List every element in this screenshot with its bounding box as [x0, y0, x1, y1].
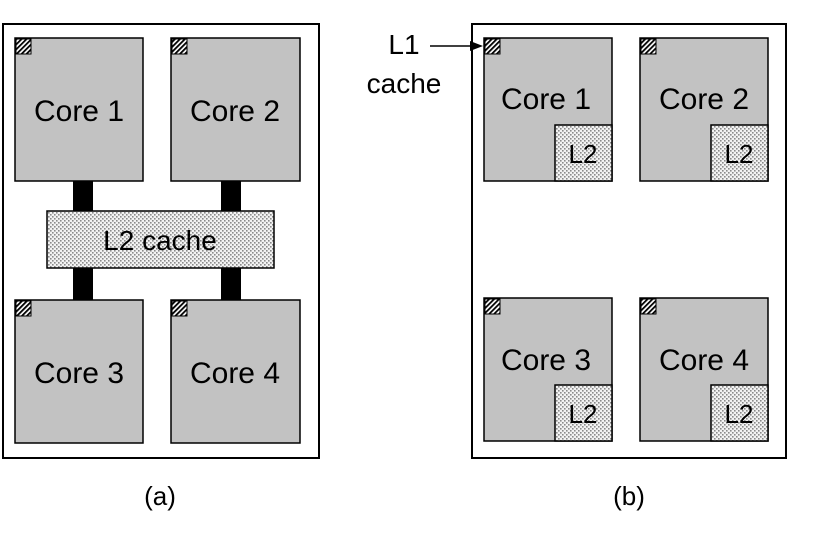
- caption-a: (a): [144, 481, 176, 511]
- core-1: Core 1: [14, 37, 144, 182]
- connector-core1: [73, 181, 93, 213]
- core-label: Core 4: [659, 344, 749, 377]
- core-label: Core 2: [659, 83, 749, 116]
- core-4: Core 4: [170, 299, 301, 444]
- core-label: Core 1: [501, 83, 591, 116]
- l1-callout-line2: cache: [367, 68, 442, 99]
- core-3-box: [14, 299, 144, 444]
- core-4-box: [170, 299, 301, 444]
- l1-cache-icon: [640, 298, 657, 315]
- core-3: Core 3 L2: [483, 297, 613, 442]
- caption-b: (b): [613, 481, 645, 511]
- core-1: Core 1 L2: [483, 37, 613, 182]
- figure-b: L1 cache Core 1 L2 Core 2 L2 Core 3: [367, 23, 787, 511]
- l1-callout-arrow-head: [470, 41, 483, 51]
- private-l2-label: L2: [569, 139, 598, 169]
- core-label: Core 1: [34, 95, 124, 128]
- connector-core3: [73, 268, 93, 300]
- private-l2-label: L2: [725, 399, 754, 429]
- core-1-box: [14, 37, 144, 182]
- core-label: Core 3: [34, 357, 124, 390]
- shared-l2-cache-box: [46, 210, 275, 269]
- core-2-box: [170, 37, 301, 182]
- private-l2-cache-box: [554, 384, 613, 442]
- connector-core4: [221, 268, 241, 300]
- l1-callout-line1: L1: [388, 29, 419, 60]
- figure-a: Core 1 Core 2 L2 cache Core 3 Core 4 (a): [2, 23, 320, 511]
- private-l2-cache-box: [710, 384, 769, 442]
- private-l2-label: L2: [725, 139, 754, 169]
- shared-l2-cache: L2 cache: [46, 210, 275, 269]
- l1-cache-icon: [171, 38, 188, 55]
- core-label: Core 3: [501, 344, 591, 377]
- core-label: Core 2: [190, 95, 280, 128]
- l1-cache-icon: [484, 38, 501, 55]
- core-4: Core 4 L2: [639, 297, 769, 442]
- l1-cache-icon: [640, 38, 657, 55]
- l1-cache-icon: [15, 300, 32, 317]
- private-l2-cache-box: [710, 124, 769, 182]
- shared-l2-cache-label: L2 cache: [103, 225, 217, 256]
- l1-cache-icon: [15, 38, 32, 55]
- l1-cache-icon: [171, 300, 188, 317]
- core-2: Core 2: [170, 37, 301, 182]
- l1-cache-callout: L1 cache: [367, 29, 483, 99]
- core-2: Core 2 L2: [639, 37, 769, 182]
- core-3: Core 3: [14, 299, 144, 444]
- connector-core2: [221, 181, 241, 213]
- core-label: Core 4: [190, 357, 280, 390]
- l1-cache-icon: [484, 298, 501, 315]
- private-l2-label: L2: [569, 399, 598, 429]
- private-l2-cache-box: [554, 124, 613, 182]
